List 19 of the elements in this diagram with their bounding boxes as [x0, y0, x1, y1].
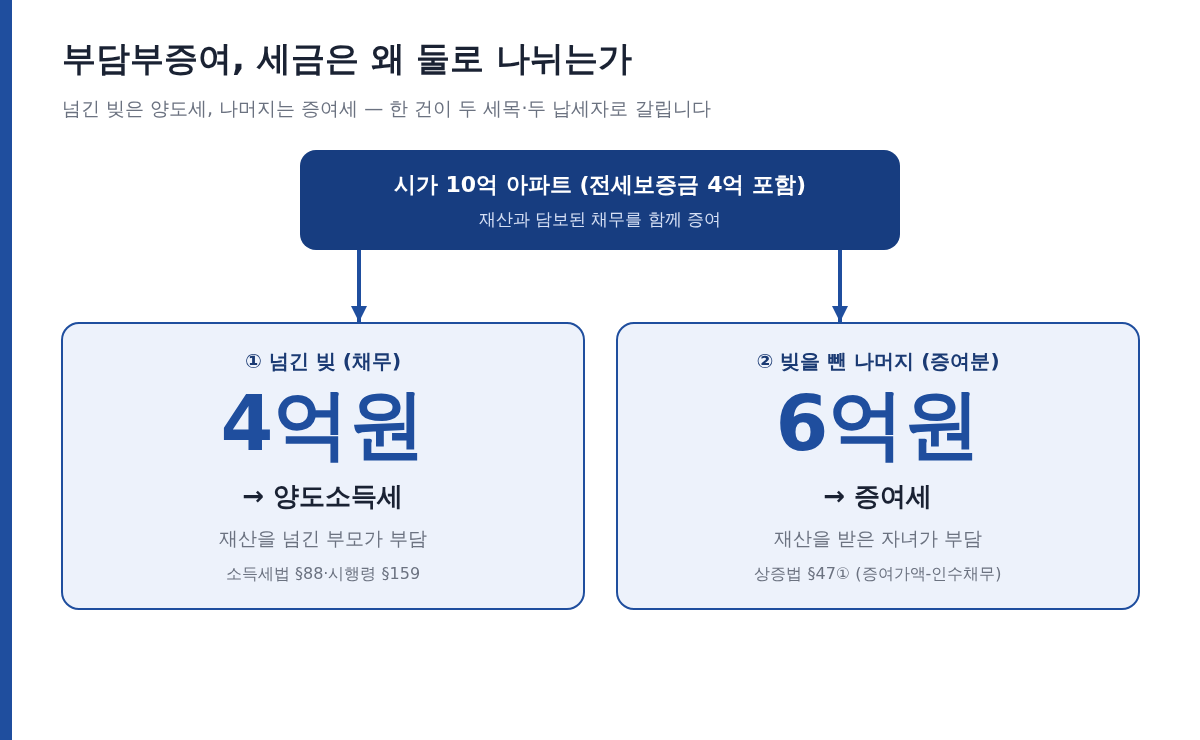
tax-type: → 증여세 — [823, 479, 933, 513]
payer-text: 재산을 받은 자녀가 부담 — [773, 525, 983, 551]
box-subtext: 재산과 담보된 채무를 함께 증여 — [478, 207, 722, 231]
tax-type: → 양도소득세 — [242, 479, 404, 513]
card-heading: ① 넘긴 빚 (채무) — [244, 347, 402, 375]
amount-text: 4억원 — [220, 380, 426, 467]
box-heading: 시가 10억 아파트 (전세보증금 4억 포함) — [393, 170, 807, 199]
tax-card — [616, 322, 1140, 610]
title: 부담부증여, 세금은 왜 둘로 나뉘는가 — [62, 37, 633, 80]
arrow — [351, 250, 367, 322]
amount-text: 6억원 — [775, 380, 981, 467]
tax-card — [61, 322, 585, 610]
arrow — [832, 250, 848, 322]
asset-box — [300, 150, 900, 250]
law-reference: 상증법 §47① (증여가액-인수채무) — [754, 563, 1002, 585]
card-heading: ② 빚을 뺀 나머지 (증여분) — [756, 347, 1000, 375]
subtitle: 넘긴 빚은 양도세, 나머지는 증여세 — 한 건이 두 세목·두 납세자로 갈립니다 — [62, 96, 711, 121]
payer-text: 재산을 넘긴 부모가 부담 — [218, 525, 428, 551]
law-reference: 소득세법 §88·시행령 §159 — [225, 563, 421, 585]
